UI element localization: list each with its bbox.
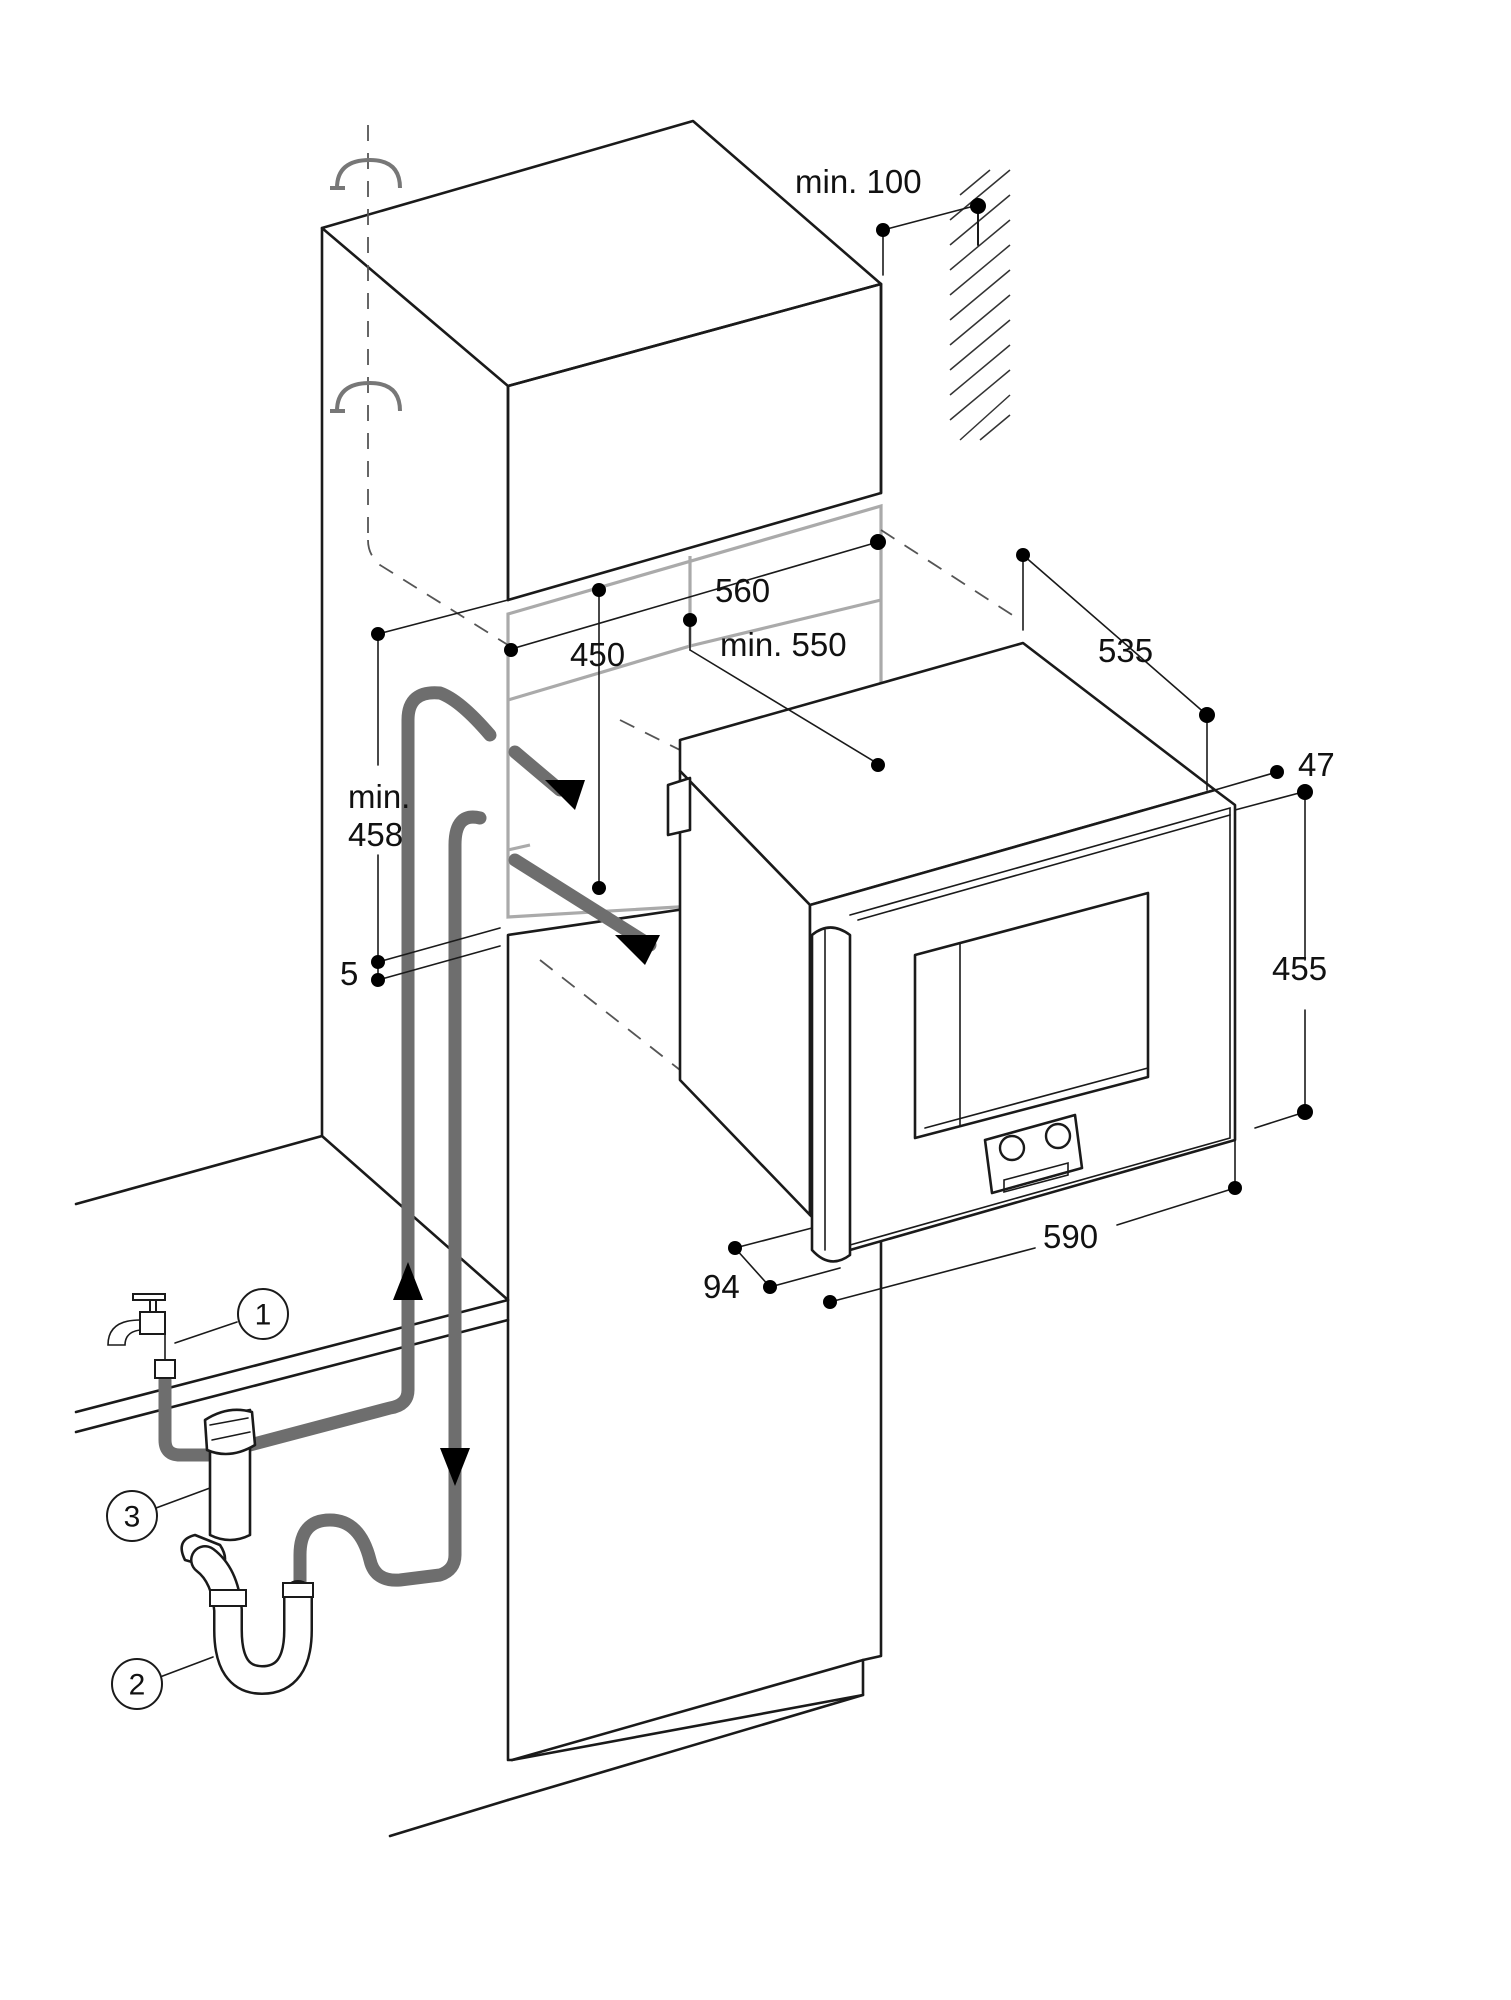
- label-5: 5: [340, 955, 358, 992]
- water-pipes: [158, 686, 660, 1592]
- label-535: 535: [1098, 632, 1153, 669]
- label-47: 47: [1298, 746, 1335, 783]
- label-590: 590: [1043, 1218, 1098, 1255]
- tall-cabinet: [320, 119, 883, 1762]
- callout-3: 3: [124, 1501, 141, 1534]
- label-min: min.: [348, 778, 410, 815]
- label-min-550: min. 550: [720, 626, 847, 663]
- wall-hatching: [949, 169, 1011, 441]
- dimension-lines: [377, 204, 1306, 1303]
- label-min-100: min. 100: [795, 163, 922, 200]
- label-455: 455: [1272, 950, 1327, 987]
- water-filter-icon: [203, 1408, 257, 1542]
- hidden-conduit: [330, 125, 1021, 1071]
- label-94: 94: [703, 1268, 740, 1305]
- callout-2: 2: [129, 1669, 146, 1702]
- flow-arrow-up: [393, 1262, 423, 1300]
- dimension-labels: min. 100 560 450 min. 550 535 47 min. 45…: [340, 163, 1335, 1305]
- label-450: 450: [570, 636, 625, 673]
- oven-appliance: [666, 641, 1237, 1263]
- water-tap-icon: [107, 1293, 176, 1379]
- flow-arrow-down: [440, 1448, 470, 1486]
- dimension-points: [371, 198, 1313, 1309]
- label-560: 560: [715, 572, 770, 609]
- label-458: 458: [348, 816, 403, 853]
- flow-arrow-into-niche-2: [615, 935, 660, 965]
- countertop: [74, 1134, 865, 1838]
- callout-1: 1: [255, 1299, 272, 1332]
- drain-siphon-icon: [180, 1533, 314, 1696]
- flow-arrow-into-niche-1: [545, 780, 585, 810]
- callouts: 1 3 2: [106, 1288, 289, 1710]
